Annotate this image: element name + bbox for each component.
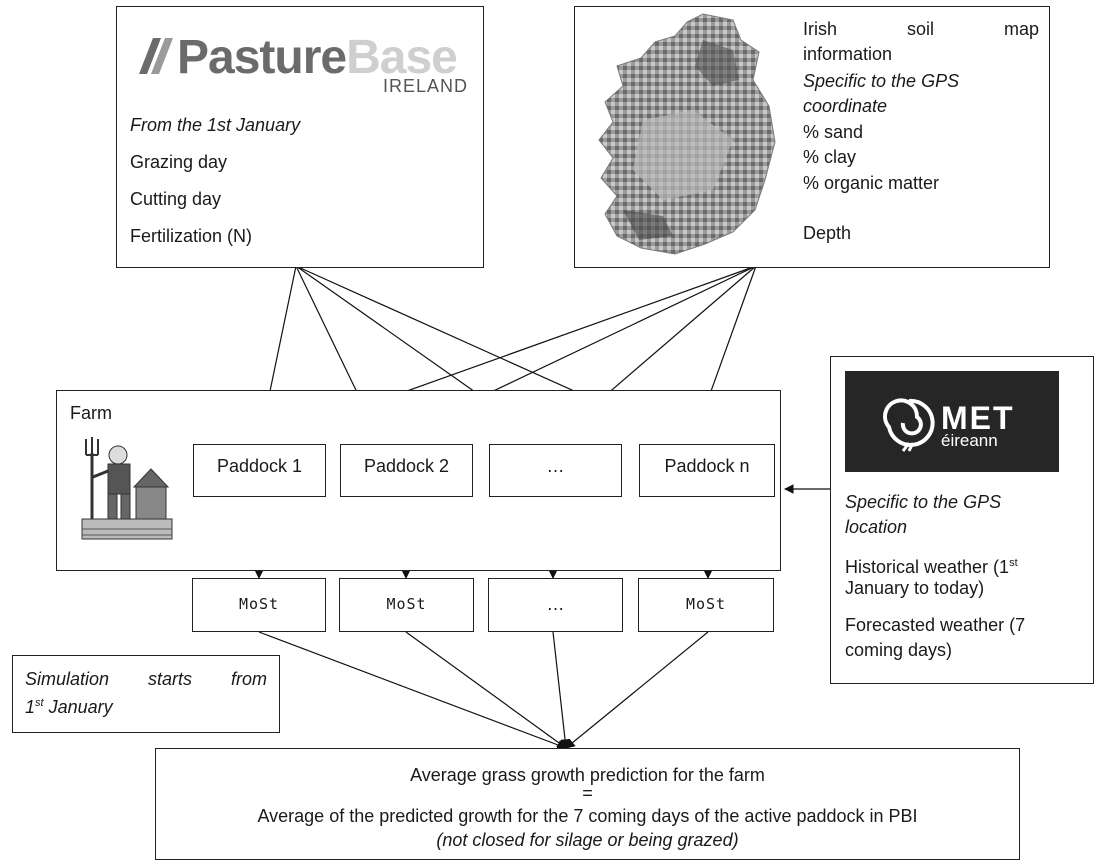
- met-logo-text: MET: [941, 400, 1015, 436]
- simulation-note-line2: 1st January: [25, 697, 113, 717]
- eireann-logo-text: éireann: [941, 431, 998, 450]
- paddock-n: Paddock n: [639, 444, 775, 497]
- arrow-most-result-3: [552, 631, 570, 749]
- most-model-ellipsis: …: [488, 578, 623, 632]
- soil-item-organic: % organic matter: [803, 173, 940, 193]
- pasturebase-item-grazing: Grazing day: [130, 152, 228, 172]
- most-model-n: MoSt: [638, 578, 774, 632]
- met-historical-line2: January to today): [845, 578, 985, 598]
- result-line3: Average of the predicted growth for the …: [257, 806, 918, 826]
- arrow-most-result-1: [258, 631, 567, 750]
- paddock-1: Paddock 1: [193, 444, 326, 497]
- paddock-2: Paddock 2: [340, 444, 473, 497]
- soil-subtitle-line1: Specific to the GPS: [803, 71, 960, 91]
- result-box: [155, 748, 1020, 860]
- soil-item-clay: % clay: [803, 147, 857, 167]
- soil-item-sand: % sand: [803, 122, 864, 142]
- met-subtitle-line1: Specific to the GPS: [845, 492, 1002, 512]
- result-line1: Average grass growth prediction for the …: [410, 765, 765, 785]
- result-line4: (not closed for silage or being grazed): [436, 830, 739, 850]
- pasturebase-logo: PastureBase IRELAND: [135, 26, 475, 96]
- simulation-note-box: [12, 655, 280, 733]
- pasturebase-item-cutting: Cutting day: [130, 189, 222, 209]
- met-forecast-line1: Forecasted weather (7: [845, 615, 1026, 635]
- most-model-2: MoSt: [339, 578, 474, 632]
- met-subtitle-line2: location: [845, 517, 908, 537]
- pasturebase-wordmark: PastureBase: [177, 31, 458, 84]
- farmer-illustration: [81, 437, 173, 540]
- met-swirl-icon: [883, 398, 935, 452]
- pasturebase-leaf-icon: [139, 38, 173, 74]
- met-eireann-logo: MET éireann: [845, 371, 1059, 472]
- pasturebase-ireland-label: IRELAND: [383, 76, 469, 96]
- soil-subtitle-line2: coordinate: [803, 96, 888, 116]
- paddock-ellipsis: …: [489, 444, 622, 497]
- pasturebase-item-fertilization: Fertilization (N): [130, 226, 253, 246]
- most-model-1: MoSt: [192, 578, 326, 632]
- soil-title-line2: information: [803, 44, 893, 64]
- arrow-most-result-2: [405, 631, 567, 749]
- result-line2: =: [582, 783, 593, 803]
- ireland-soil-map-image: [598, 13, 776, 255]
- farm-label: Farm: [70, 403, 112, 423]
- soil-item-depth: Depth: [803, 223, 852, 243]
- pasturebase-heading: From the 1st January: [130, 115, 301, 135]
- arrow-most-result-n: [565, 631, 709, 749]
- met-historical-line1: Historical weather (1st: [845, 557, 1018, 577]
- pasturebase-box: [116, 6, 484, 268]
- met-forecast-line2: coming days): [845, 640, 953, 660]
